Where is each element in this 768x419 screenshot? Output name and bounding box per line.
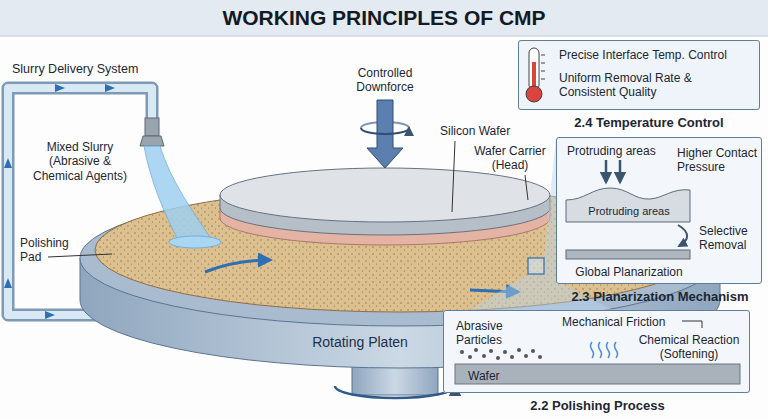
reaction-squiggles <box>591 342 618 358</box>
flow-arrow <box>45 311 55 319</box>
part-label: Slurry Delivery System <box>12 62 172 77</box>
part-label: Silicon Wafer <box>440 124 530 138</box>
pad-flow-arrow <box>205 260 270 272</box>
rotation-ring <box>361 128 409 134</box>
panel-text: Uniform Removal Rate & Consistent Qualit… <box>559 71 719 100</box>
panel-fill <box>556 137 762 284</box>
thermometer-ticks <box>541 55 545 79</box>
panel-text: Chemical Reaction (Softening) <box>634 333 744 362</box>
callout-panel: Abrasive Particles Mechanical FrictionChe… <box>443 310 750 393</box>
part-label: Wafer Carrier (Head) <box>470 144 550 173</box>
flow-arrow <box>4 278 12 288</box>
panel-fill <box>443 310 750 393</box>
leader-line <box>525 175 528 200</box>
abrasive-dots <box>460 348 542 360</box>
callout-panel: Protruding areasHigher Contact PressureP… <box>556 137 762 284</box>
carrier-top <box>220 168 550 222</box>
flow-arrow <box>4 158 12 168</box>
nozzle-spout <box>140 136 164 146</box>
panel-text: Mechanical Friction <box>562 315 692 329</box>
leader-line <box>452 141 455 212</box>
panel-text: Abrasive Particles <box>456 319 526 348</box>
rotation-arrow <box>335 386 455 398</box>
part-label: Rotating Platen <box>295 334 425 351</box>
thermometer-bulb <box>526 86 542 102</box>
wafer-bar <box>455 364 740 384</box>
pressure-arrow <box>619 160 622 182</box>
flow-arrow <box>55 84 65 92</box>
removal-arrow <box>678 225 687 246</box>
part-label: Controlled Downforce <box>340 66 430 95</box>
panel-text: Global Planarization <box>567 265 691 279</box>
panel-text: Selective Removal <box>699 224 759 253</box>
flow-arrow <box>105 84 115 92</box>
slurry-stream <box>144 146 212 240</box>
panel-text: Wafer <box>468 369 528 383</box>
title-band <box>0 0 768 36</box>
rough-surface <box>566 188 690 222</box>
panel-heading: 2.3 Planarization Mechanism <box>557 289 763 305</box>
panel-text: Protruding areas <box>567 205 691 218</box>
zoom-square <box>528 258 544 274</box>
title-rule <box>0 36 768 37</box>
panel-text: Protruding areas <box>567 144 677 158</box>
zoom-wedge <box>544 137 556 282</box>
leader-line <box>48 254 112 257</box>
part-label: Polishing Pad <box>20 236 76 265</box>
friction-bracket <box>682 321 702 328</box>
part-label: Mixed Slurry (Abrasive & Chemical Agents… <box>30 140 130 183</box>
panel-text: Higher Contact Pressure <box>677 146 761 175</box>
flat-surface <box>566 250 690 259</box>
panel-text: Precise Interface Temp. Control <box>559 48 755 62</box>
panel-heading: 2.4 Temperature Control <box>549 115 749 131</box>
panel-heading: 2.2 Polishing Process <box>444 398 751 414</box>
nozzle <box>145 118 159 136</box>
panel-fill <box>518 40 760 110</box>
title-text: WORKING PRINCIPLES OF CMP <box>0 0 768 36</box>
callout-panel: Precise Interface Temp. ControlUniform R… <box>518 40 760 110</box>
pressure-arrow <box>605 160 608 182</box>
slurry-puddle <box>169 236 221 248</box>
